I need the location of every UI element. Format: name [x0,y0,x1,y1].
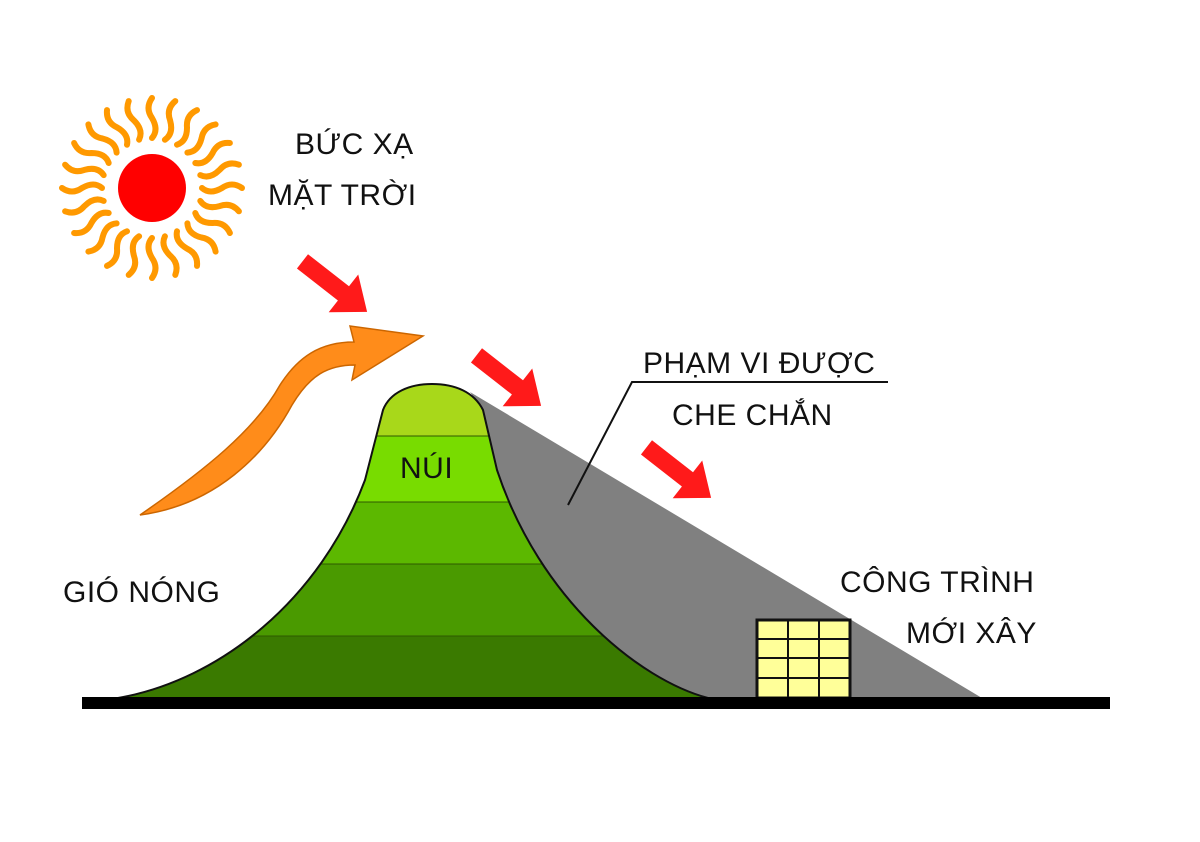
mountain-band-1 [118,384,708,436]
mountain-label: NÚI [400,452,453,485]
sun-ray [160,233,180,278]
sun-ray [199,181,245,195]
sun-ray [184,220,219,255]
shaded-zone [470,392,982,698]
sun-ray [103,107,131,148]
sun-ray [59,181,105,195]
sun-ray [71,209,112,237]
sun-ray [174,107,200,148]
radiation-label-line2: MẶT TRỜI [268,179,417,212]
sun-ray [145,95,159,141]
hot-wind-label: GIÓ NÓNG [63,576,220,609]
radiation-arrows [296,254,712,499]
sun-ray [197,160,242,180]
shaded-zone-label-line2: CHE CHẮN [672,398,833,432]
arrow-down-right-icon [470,348,542,407]
sun-ray [125,233,143,278]
sun-ray [145,235,159,281]
arrow-down-right-icon [296,254,368,313]
sun-ray [192,139,233,167]
sun-ray [192,210,233,236]
sun-ray [184,121,219,156]
radiation-label-line1: BỨC XẠ [295,128,414,161]
sun-ray [161,98,179,143]
sun-ray [197,197,242,215]
arrow-down-right-icon [640,440,712,499]
shaded-zone-label-line1: PHẠM VI ĐƯỢC [643,347,875,380]
shaded-zone-leader [567,381,888,506]
curved-arrow-icon [139,325,426,516]
sun-icon [59,95,245,281]
sun-ray [104,228,130,269]
sun-ray [124,98,144,143]
sun-ray [62,196,107,216]
sun-ray [173,228,201,269]
building-icon [755,618,852,700]
building-label-line2: MỚI XÂY [906,617,1037,650]
mountain-outline [117,382,709,699]
sun-ray [71,140,112,166]
sun-ray [85,121,120,156]
sun-ray [85,220,120,255]
sun-ray [62,161,107,179]
building-label-line1: CÔNG TRÌNH [840,565,1034,599]
ground-line [82,697,1110,709]
